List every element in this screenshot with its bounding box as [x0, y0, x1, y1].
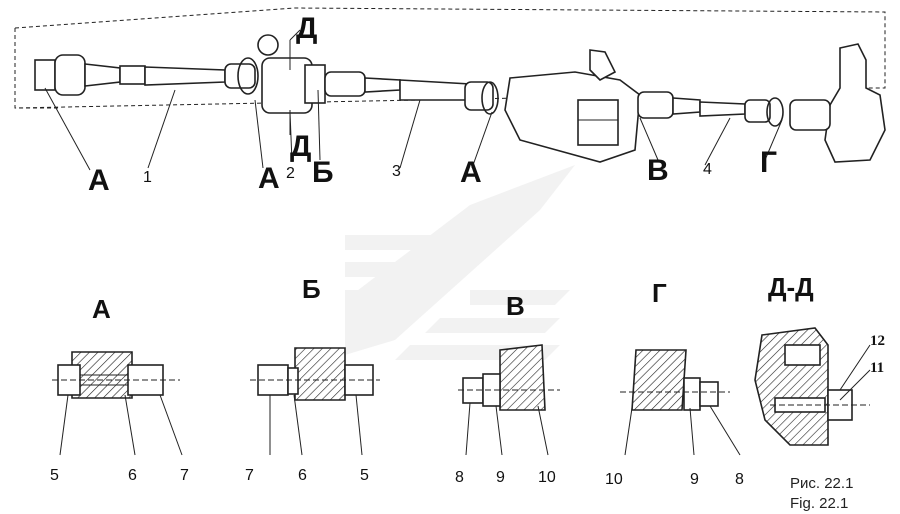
- detail-v: 8 9 10: [455, 344, 560, 486]
- part-1-label: 1: [143, 169, 152, 186]
- view-g-callout: Г: [760, 146, 777, 179]
- leader-lines: [44, 29, 783, 171]
- view-a-callout-3: А: [460, 156, 482, 189]
- detail-b-label-3: 5: [360, 467, 369, 484]
- view-v-callout: В: [647, 154, 669, 187]
- gearbox: [504, 49, 641, 163]
- shaft-3: [324, 71, 499, 115]
- detail-titles: А Б В Г Д-Д: [92, 272, 814, 324]
- view-a-callout-2: А: [258, 162, 280, 195]
- detail-dd: 12 11: [754, 327, 885, 446]
- detail-a-title: А: [92, 294, 111, 324]
- detail-b-label-1: 7: [245, 467, 254, 484]
- part-4-label: 4: [703, 161, 712, 178]
- detail-dd-label-12: 12: [870, 333, 885, 349]
- part-2-label: 2: [286, 165, 295, 182]
- detail-g-label-3: 8: [735, 471, 744, 488]
- detail-b-label-2: 6: [298, 467, 307, 484]
- detail-a-label-3: 7: [180, 467, 189, 484]
- rear-unit: [789, 43, 886, 163]
- detail-g-label-2: 9: [690, 471, 699, 488]
- detail-a-label-1: 5: [50, 467, 59, 484]
- callouts: Д Д А 1 А 2 Б 3 А В 4 Г: [88, 12, 777, 197]
- detail-v-label-3: 10: [538, 469, 556, 486]
- shaft-4: [637, 91, 784, 127]
- figure-caption: Рис. 22.1 Fig. 22.1: [790, 475, 853, 512]
- caption-en: Fig. 22.1: [790, 495, 848, 512]
- part-3-label: 3: [392, 163, 401, 180]
- detail-v-label-2: 9: [496, 469, 505, 486]
- section-mark-top: Д: [296, 12, 317, 45]
- shaft-1: [34, 54, 259, 96]
- detail-g-label-1: 10: [605, 471, 623, 488]
- detail-dd-label-11: 11: [870, 360, 884, 376]
- detail-g-title: Г: [652, 278, 667, 308]
- detail-v-label-1: 8: [455, 469, 464, 486]
- detail-dd-title: Д-Д: [768, 272, 814, 302]
- detail-b-title: Б: [302, 274, 321, 304]
- watermark-logo: [345, 165, 575, 360]
- section-mark-bottom: Д: [290, 130, 311, 163]
- detail-a-label-2: 6: [128, 467, 137, 484]
- detail-v-title: В: [506, 291, 525, 321]
- detail-a: 5 6 7: [50, 351, 189, 484]
- detail-g: 10 9 8: [605, 349, 744, 488]
- view-a-callout-1: А: [88, 164, 110, 197]
- caption-ru: Рис. 22.1: [790, 475, 853, 492]
- intermediate-support-2: [257, 34, 326, 135]
- view-b-callout: Б: [312, 156, 334, 189]
- detail-b: 7 6 5: [245, 347, 380, 484]
